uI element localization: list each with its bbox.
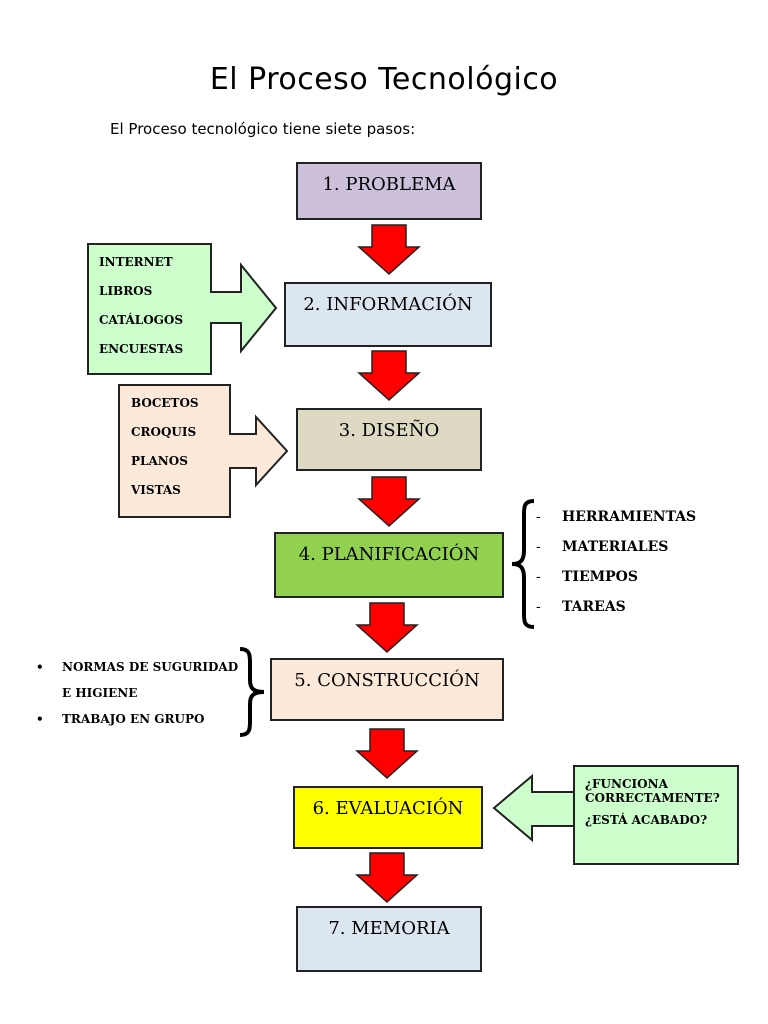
question-line: ¿FUNCIONA xyxy=(585,777,668,791)
down-arrow-icon xyxy=(355,852,419,904)
step-evaluacion-label: 6. EVALUACIÓN xyxy=(312,798,464,819)
step-diseno: 3. DISEÑO xyxy=(296,408,482,471)
diseno-sources-arrow-shape xyxy=(118,384,289,518)
page-subtitle: El Proceso tecnológico tiene siete pasos… xyxy=(110,120,416,138)
source-item: ENCUESTAS xyxy=(99,342,184,356)
down-arrow-icon xyxy=(355,728,419,780)
step-construccion: 5. CONSTRUCCIÓN xyxy=(270,658,504,721)
step-diseno-label: 3. DISEÑO xyxy=(338,420,440,441)
source-item: VISTAS xyxy=(131,483,181,497)
source-item: CROQUIS xyxy=(131,425,197,439)
step-informacion: 2. INFORMACIÓN xyxy=(284,282,492,347)
informacion-sources-arrow-shape xyxy=(87,243,278,375)
evaluacion-questions: ¿FUNCIONA CORRECTAMENTE? ¿ESTÁ ACABADO? xyxy=(585,777,720,827)
page-title: El Proceso Tecnológico xyxy=(209,62,559,97)
source-item: LIBROS xyxy=(99,284,153,298)
step-problema-label: 1. PROBLEMA xyxy=(322,174,456,195)
step-evaluacion: 6. EVALUACIÓN xyxy=(293,786,483,849)
down-arrow-icon xyxy=(357,224,421,276)
step-planificacion-label: 4. PLANIFICACIÓN xyxy=(298,544,480,565)
step-planificacion: 4. PLANIFICACIÓN xyxy=(274,532,504,598)
source-item: CATÁLOGOS xyxy=(99,313,184,327)
evaluacion-questions-box xyxy=(573,765,739,865)
down-arrow-icon xyxy=(357,476,421,528)
question-line: ¿ESTÁ ACABADO? xyxy=(585,813,708,827)
source-item: INTERNET xyxy=(99,255,173,269)
step-memoria-label: 7. MEMORIA xyxy=(328,918,450,939)
diseno-sources-list: BOCETOS CROQUIS PLANOS VISTAS xyxy=(131,389,199,505)
source-item: PLANOS xyxy=(131,454,188,468)
informacion-sources-list: INTERNET LIBROS CATÁLOGOS ENCUESTAS xyxy=(99,248,183,364)
step-memoria: 7. MEMORIA xyxy=(296,906,482,972)
step-construccion-label: 5. CONSTRUCCIÓN xyxy=(294,670,480,691)
down-arrow-icon xyxy=(357,350,421,402)
question-line: CORRECTAMENTE? xyxy=(585,791,720,805)
down-arrow-icon xyxy=(355,602,419,654)
step-problema: 1. PROBLEMA xyxy=(296,162,482,220)
source-item: BOCETOS xyxy=(131,396,199,410)
planificacion-brace xyxy=(511,499,535,629)
evaluacion-left-arrow-icon xyxy=(492,774,577,843)
construccion-brace xyxy=(239,647,265,737)
step-informacion-label: 2. INFORMACIÓN xyxy=(303,294,473,315)
